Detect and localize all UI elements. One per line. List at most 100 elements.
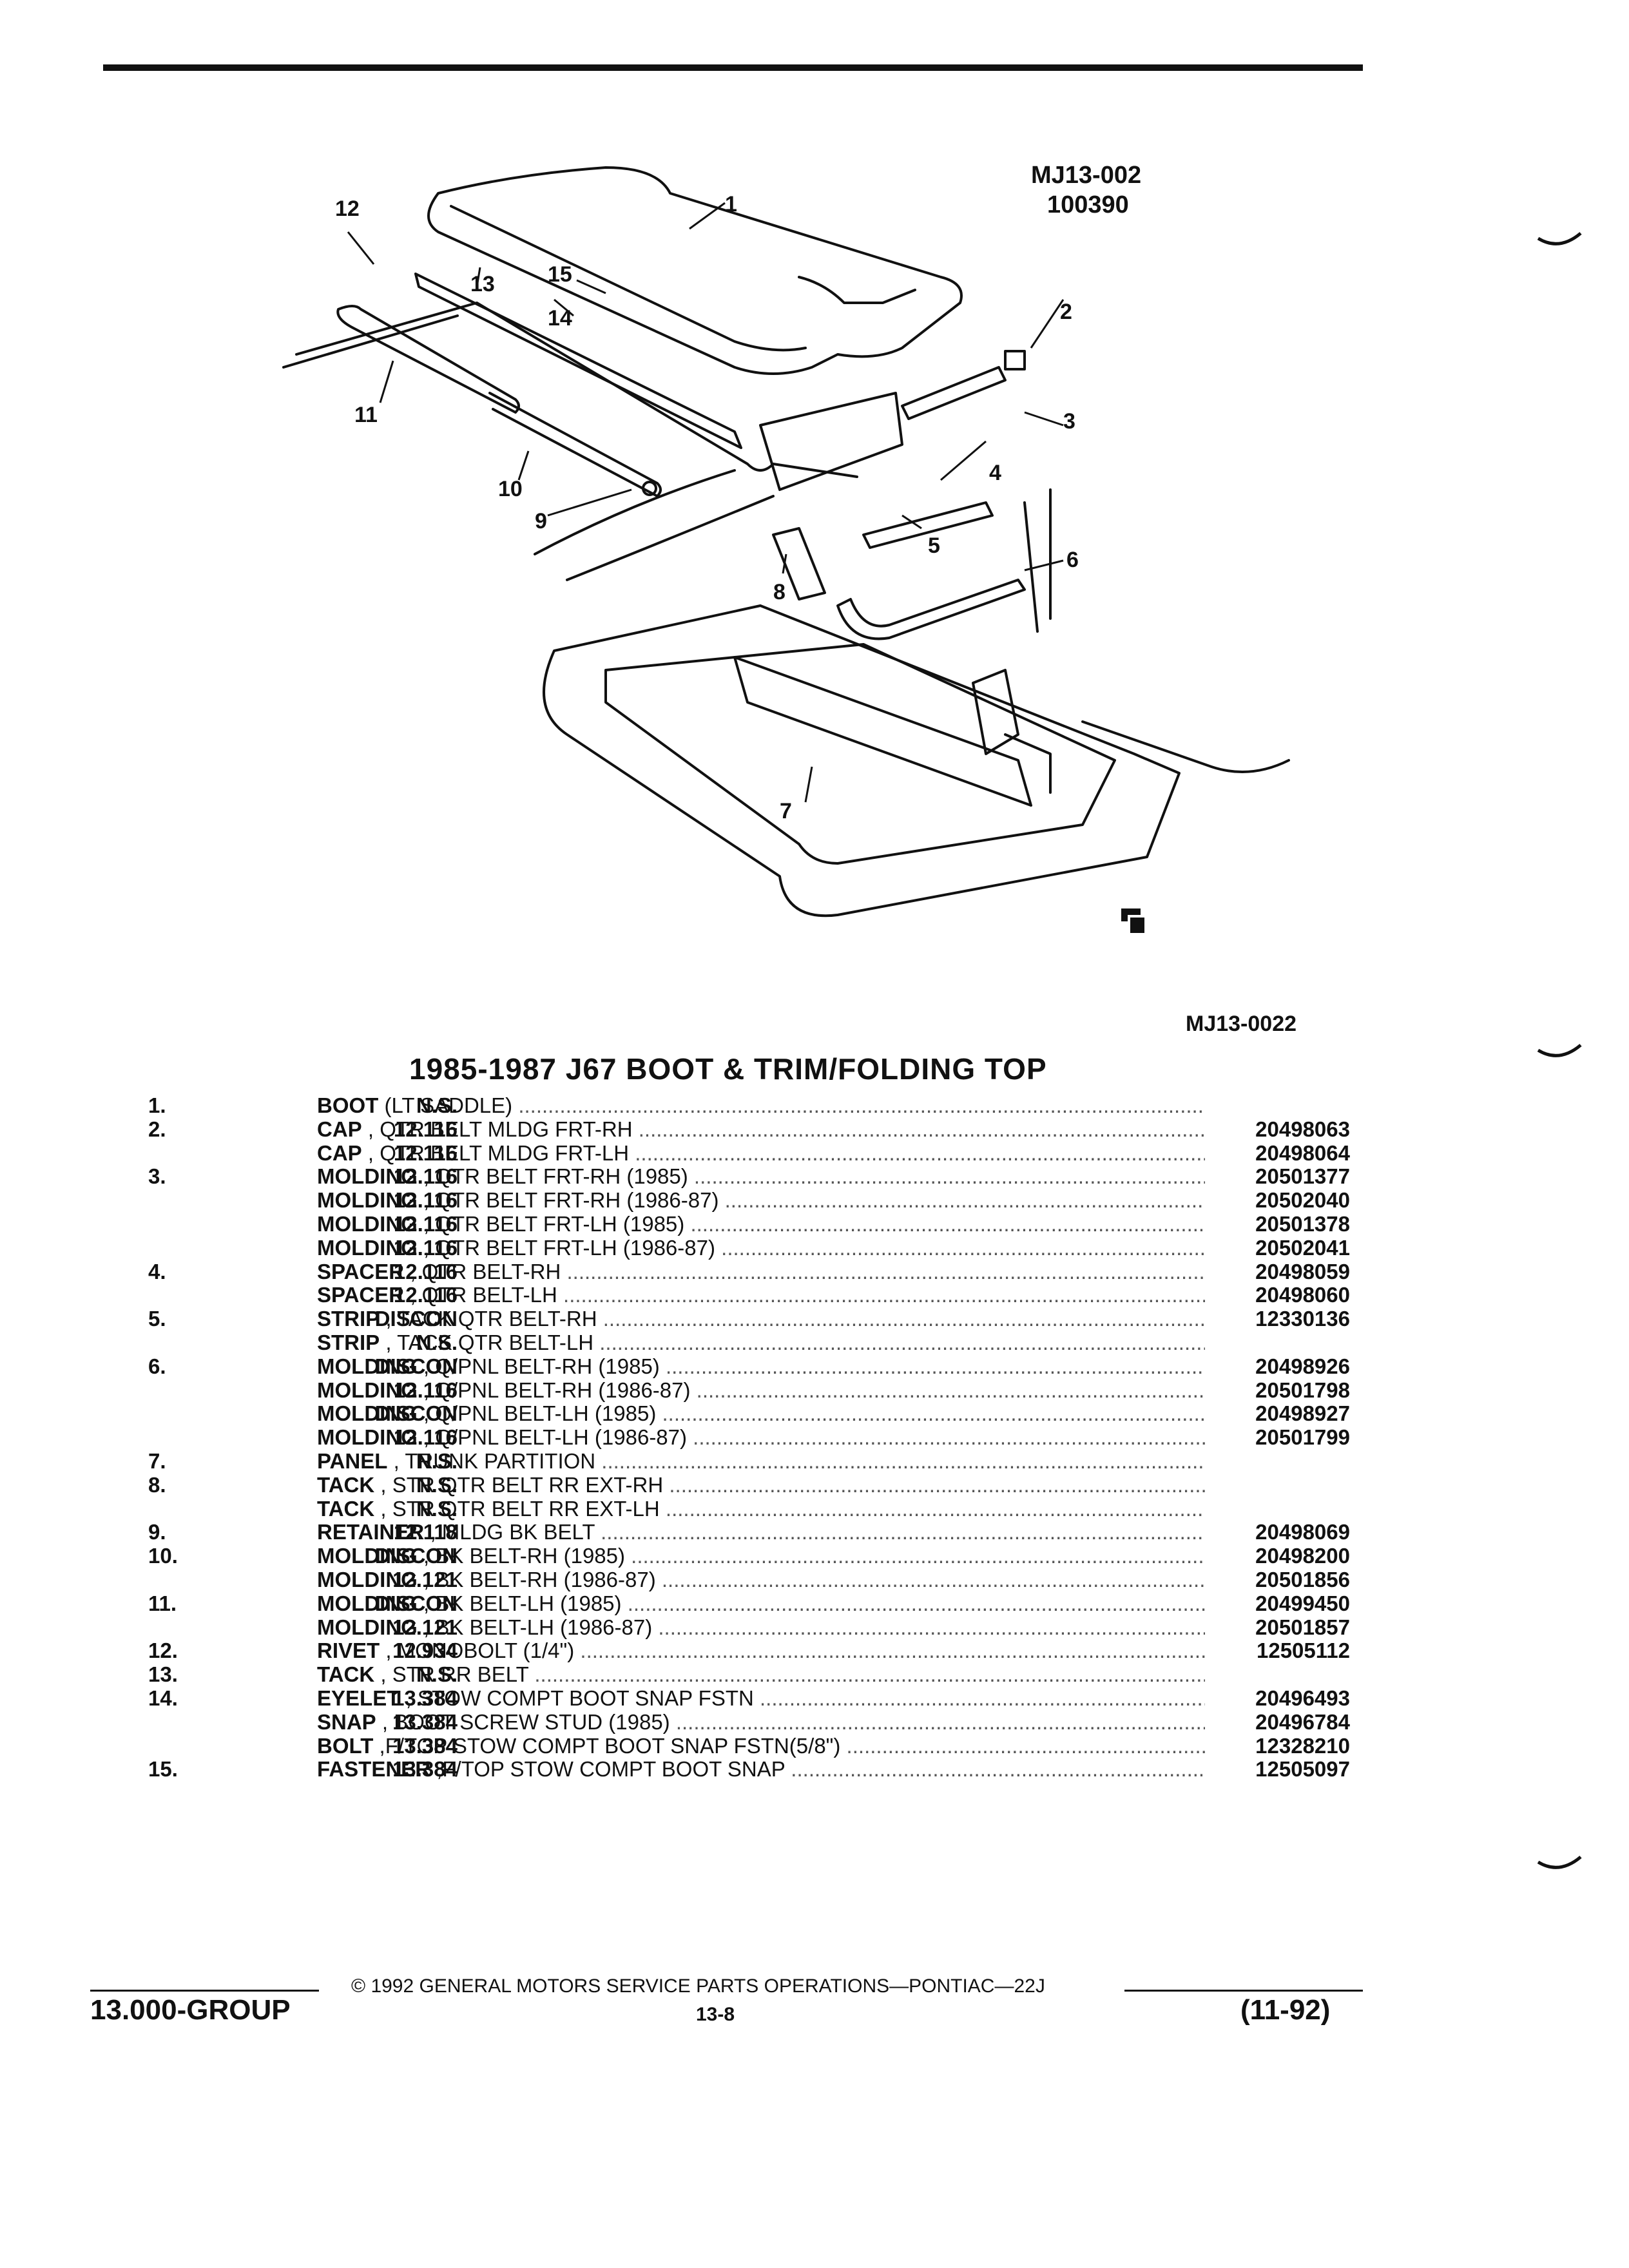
part-number: 20496493	[1255, 1686, 1350, 1710]
part-description: TACK , STR QTR BELT RR EXT-LH ..........…	[317, 1497, 1205, 1521]
molding-6	[836, 579, 1026, 640]
callout-11: 11	[354, 403, 378, 427]
group-number: 13.384	[392, 1757, 458, 1782]
callout-5: 5	[928, 533, 940, 558]
item-number: 4.	[148, 1259, 166, 1283]
part-number: 20501856	[1255, 1567, 1350, 1591]
group-number: N.S.	[416, 1448, 458, 1473]
part-number: 20498059	[1255, 1259, 1350, 1283]
group-number: 13.384	[392, 1686, 458, 1710]
callout-2: 2	[1060, 300, 1072, 324]
margin-tick	[1537, 232, 1582, 245]
group-number: 12.116	[393, 1140, 458, 1165]
footer-rule-left	[90, 1990, 319, 1992]
part-description: MOLDING , Q/PNL BELT-LH (1985) .........…	[317, 1402, 1205, 1426]
part-description: MOLDING , BK BELT-RH (1985) ............…	[317, 1544, 1205, 1568]
parts-row: N.S.STRIP , TACK QTR BELT-LH ...........…	[148, 1331, 1360, 1355]
part-number: 20498064	[1255, 1140, 1350, 1165]
callout-1: 1	[725, 192, 737, 216]
group-number: DISCON	[374, 1544, 458, 1568]
part-number: 12330136	[1255, 1307, 1350, 1331]
part-number: 20496784	[1255, 1709, 1350, 1734]
part-number: 20498926	[1255, 1354, 1350, 1378]
spacer-4	[759, 392, 903, 491]
group-number: 13.384	[392, 1709, 458, 1734]
item-number: 6.	[148, 1354, 166, 1378]
callout-9: 9	[535, 509, 547, 533]
item-number: 14.	[148, 1686, 178, 1710]
callout-7: 7	[780, 799, 792, 823]
group-number: 12.116	[393, 1117, 458, 1141]
footer-rule-right	[1124, 1990, 1363, 1992]
group-number: 12.116	[393, 1259, 458, 1283]
callout-14: 14	[548, 306, 572, 331]
molding-13	[414, 273, 742, 449]
part-number: 20501857	[1255, 1615, 1350, 1639]
callout-12: 12	[335, 197, 360, 221]
group-number: N.S.	[416, 1662, 458, 1687]
callout-3: 3	[1063, 409, 1075, 434]
page-number: 13-8	[696, 2004, 735, 2025]
group-number: 12.116	[393, 1164, 458, 1189]
part-description: MOLDING , BK BELT-RH (1986-87) .........…	[317, 1568, 1205, 1591]
part-description: MOLDING , Q/PNL BELT-LH (1986-87) ......…	[317, 1426, 1205, 1450]
part-description: FASTENER ,F/TOP STOW COMPT BOOT SNAP ...…	[317, 1758, 1205, 1782]
strip-5	[862, 501, 994, 549]
group-number: 12.934	[392, 1639, 458, 1663]
trunk-outline	[543, 604, 1181, 918]
part-number: 20498200	[1255, 1544, 1350, 1568]
reference-date: 100390	[1047, 191, 1129, 218]
part-number: 20499450	[1255, 1591, 1350, 1615]
group-number: 12.116	[393, 1211, 458, 1236]
copyright: © 1992 GENERAL MOTORS SERVICE PARTS OPER…	[351, 1975, 1045, 1997]
callout-6: 6	[1066, 548, 1079, 572]
group-number: N.S.	[416, 1496, 458, 1521]
group-number: 12.116	[393, 1378, 458, 1402]
group-number: DISCON	[374, 1591, 458, 1615]
margin-tick	[1537, 1856, 1582, 1869]
callout-15: 15	[548, 262, 572, 287]
item-number: 7.	[148, 1448, 166, 1473]
part-number: 12505097	[1255, 1757, 1350, 1782]
group-label: 13.000-GROUP	[90, 1994, 291, 2026]
part-number: 20501799	[1255, 1425, 1350, 1450]
part-description: PANEL , TRUNK PARTITION ................…	[317, 1449, 1205, 1473]
part-description: STRIP , TACK QTR BELT-LH ...............…	[317, 1331, 1205, 1354]
item-number: 12.	[148, 1639, 178, 1663]
molding-11	[336, 305, 520, 414]
part-description: TACK , STR QTR BELT RR EXT-RH ..........…	[317, 1473, 1205, 1497]
molding-3	[901, 366, 1007, 420]
part-description: TACK , STR RR BELT .....................…	[317, 1663, 1205, 1687]
part-description: RIVET , MONOBOLT (1/4") ................…	[317, 1639, 1205, 1663]
part-number: 20502040	[1255, 1188, 1350, 1213]
part-description: MOLDING , QTR BELT FRT-LH (1985) .......…	[317, 1212, 1205, 1236]
group-number: 12.121	[392, 1567, 458, 1591]
part-number: 20502041	[1255, 1235, 1350, 1260]
item-number: 8.	[148, 1472, 166, 1497]
callout-8: 8	[773, 580, 786, 604]
group-number: N.S.	[416, 1330, 458, 1354]
callout-10: 10	[498, 477, 523, 501]
part-number: 20498063	[1255, 1117, 1350, 1141]
part-description: SNAP , BOOT SCREW STUD (1985) ..........…	[317, 1710, 1205, 1734]
item-number: 13.	[148, 1662, 178, 1687]
group-number: 12.116	[393, 1235, 458, 1260]
molding-10	[488, 392, 662, 497]
group-number: N.S.	[416, 1472, 458, 1497]
part-description: CAP , QTR BELT MLDG FRT-LH .............…	[317, 1141, 1205, 1165]
margin-tick	[1537, 1044, 1582, 1057]
reference-code: MJ13-002	[1031, 162, 1142, 189]
group-number: N.S.	[416, 1093, 458, 1117]
parts-row: 7. N.S.PANEL , TRUNK PARTITION ..........…	[148, 1448, 1360, 1474]
